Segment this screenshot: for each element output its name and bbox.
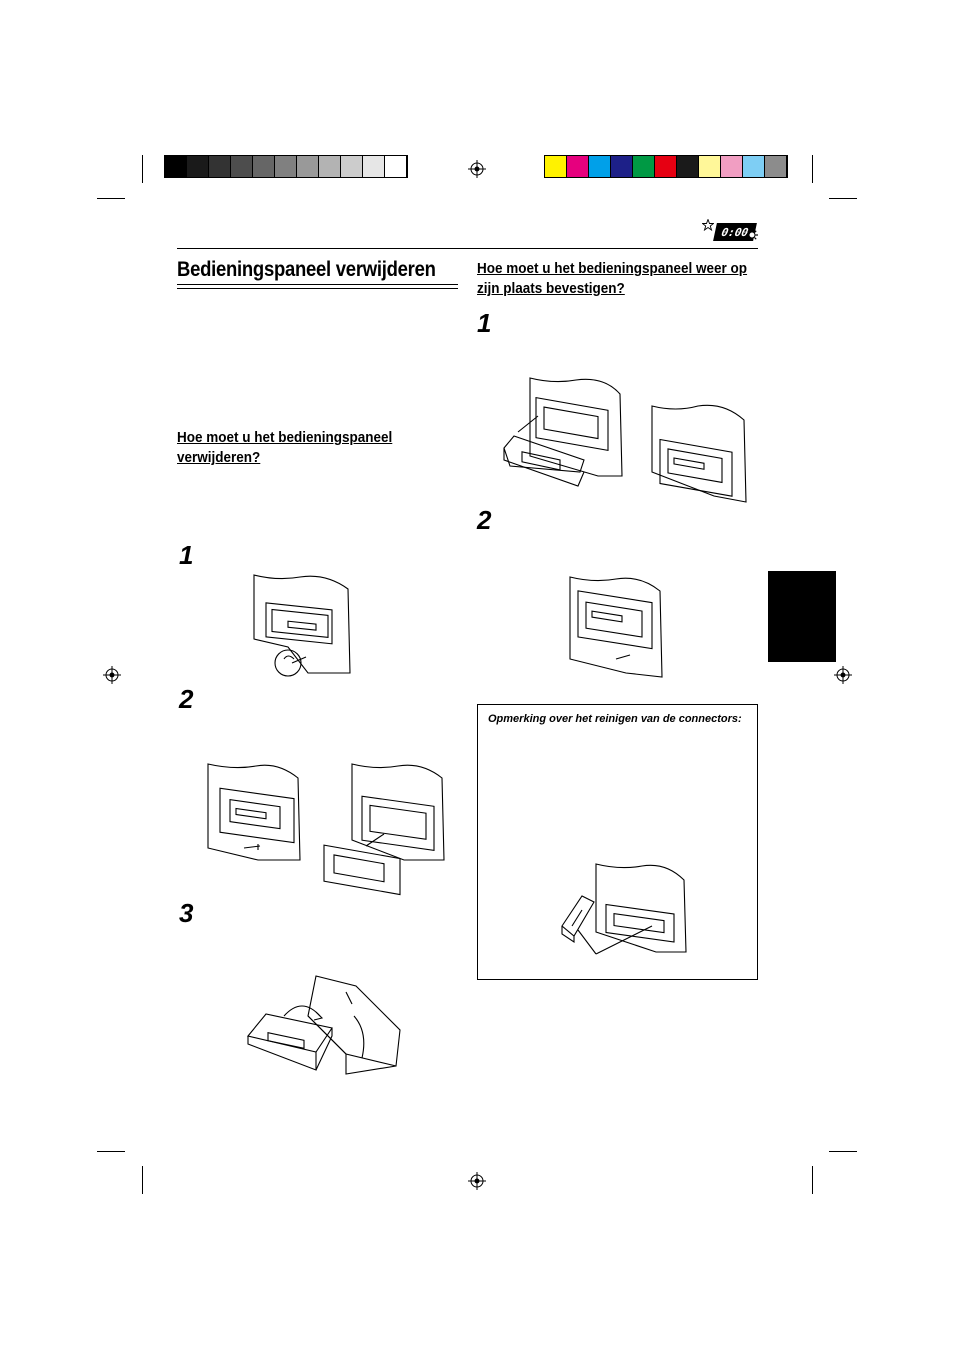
color-swatch [655, 156, 677, 177]
title-underline [177, 288, 458, 289]
color-swatch [341, 156, 363, 177]
illustration-press-panel [569, 576, 663, 678]
color-swatch [677, 156, 699, 177]
registration-mark-icon [834, 666, 852, 684]
title-underline [177, 284, 458, 285]
step-number: 1 [179, 540, 194, 570]
color-swatch [363, 156, 385, 177]
cleaning-note-box: Opmerking over het reinigen van de conne… [477, 704, 758, 980]
color-calibration-bar [544, 155, 788, 178]
header-rule [177, 248, 758, 249]
illustration-release-button [253, 574, 351, 677]
section-heading-remove: Hoe moet u het bedieningspaneel verwijde… [177, 429, 393, 466]
language-tab [768, 571, 836, 662]
color-swatch [275, 156, 297, 177]
grayscale-calibration-bar [164, 155, 408, 178]
registration-mark-icon [103, 666, 121, 684]
crop-mark [829, 198, 857, 199]
crop-mark [97, 198, 125, 199]
color-swatch [699, 156, 721, 177]
crop-mark [829, 1151, 857, 1152]
crop-mark [142, 1166, 143, 1194]
crop-mark [142, 155, 143, 183]
color-swatch [545, 156, 567, 177]
illustration-connectors [561, 863, 687, 955]
color-swatch [765, 156, 787, 177]
color-swatch [385, 156, 407, 177]
registration-mark-icon [468, 1172, 486, 1190]
section-heading-attach: Hoe moet u het bedieningspaneel weer op … [477, 260, 748, 297]
color-swatch [611, 156, 633, 177]
color-swatch [721, 156, 743, 177]
illustration-attach-panel [503, 377, 747, 503]
color-swatch [253, 156, 275, 177]
crop-mark [812, 1166, 813, 1194]
color-swatch [165, 156, 187, 177]
illustration-panel-in-case [247, 975, 401, 1075]
color-swatch [209, 156, 231, 177]
step-number: 3 [179, 898, 194, 928]
color-swatch [589, 156, 611, 177]
color-swatch [743, 156, 765, 177]
registration-mark-icon [468, 160, 486, 178]
color-swatch [567, 156, 589, 177]
page-title: Bedieningspaneel verwijderen [177, 258, 436, 281]
color-swatch [319, 156, 341, 177]
color-swatch [231, 156, 253, 177]
step-number: 1 [477, 308, 492, 338]
color-swatch [297, 156, 319, 177]
note-title: Opmerking over het reinigen van de conne… [488, 713, 742, 725]
gear-icon [746, 229, 758, 241]
crop-mark [812, 155, 813, 183]
star-icon [702, 219, 714, 231]
step-number: 2 [179, 684, 194, 714]
illustration-remove-panel [207, 763, 445, 896]
color-swatch [633, 156, 655, 177]
color-swatch [187, 156, 209, 177]
step-number: 2 [477, 505, 492, 535]
crop-mark [97, 1151, 125, 1152]
